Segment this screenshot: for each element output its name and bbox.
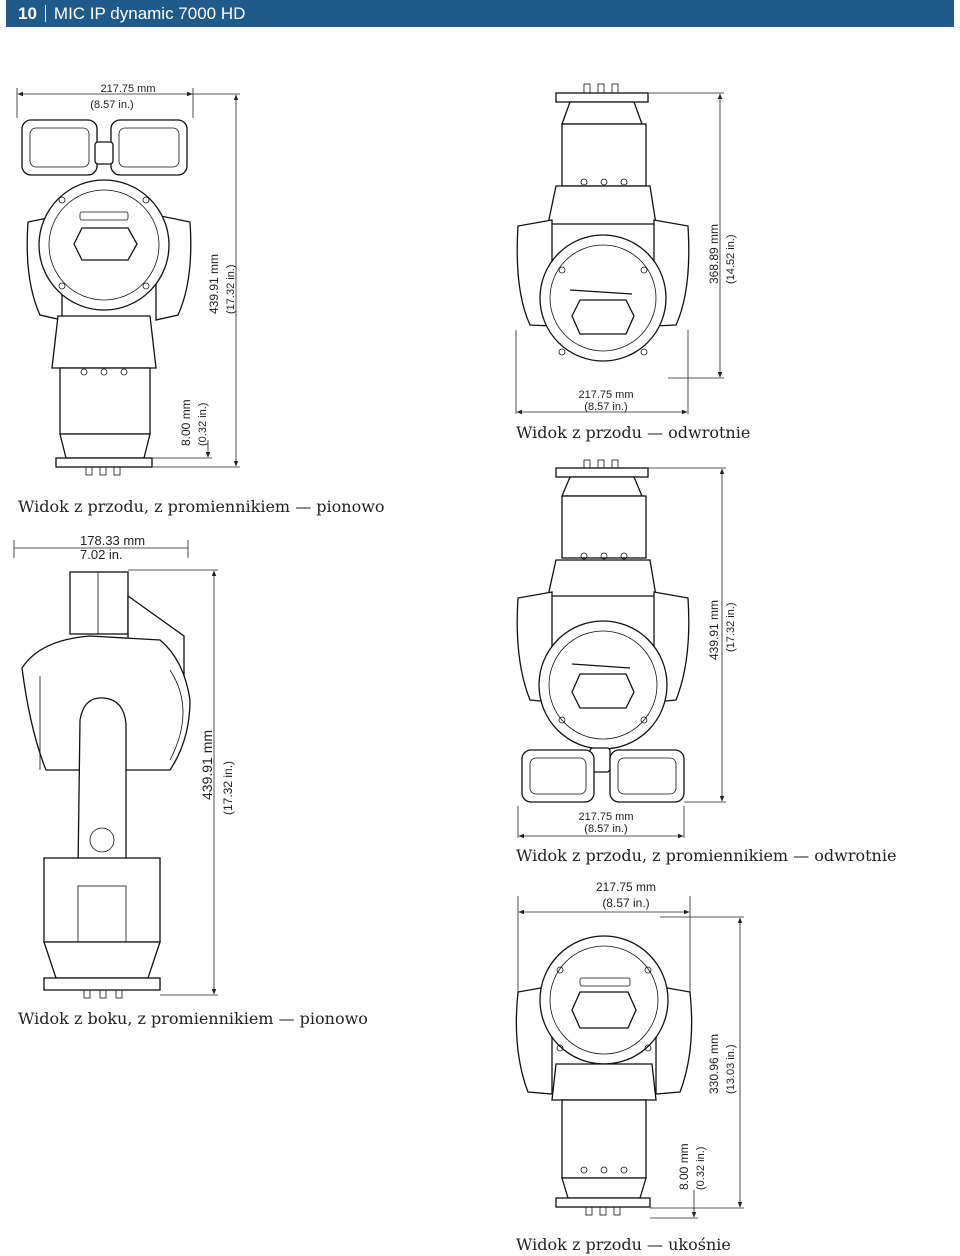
dim-base-mm: 8.00 mm: [179, 399, 193, 446]
caption-view-2: Widok z przodu — odwrotnie: [516, 423, 750, 442]
dim-height-in: (13.03 in.): [725, 1044, 737, 1094]
dim-height-in: (17.32 in.): [725, 602, 737, 652]
caption-view-5: Widok z przodu — ukośnie: [516, 1235, 731, 1254]
dim-width-mm: 178.33 mm: [80, 533, 145, 548]
dim-width-mm: 217.75 mm: [596, 880, 656, 894]
view-side-illuminator-up: 178.33 mm 7.02 in. 439.91 mm (17.32 in.)…: [13, 533, 368, 1028]
caption-view-4: Widok z przodu, z promiennikiem — odwrot…: [516, 846, 896, 865]
dim-width-in: 7.02 in.: [80, 547, 123, 562]
dim-width-in: (8.57 in.): [602, 896, 649, 910]
view-front-inverted-illuminator: 217.75 mm (8.57 in.) 439.91 mm (17.32 in…: [516, 459, 896, 865]
document-title: MIC IP dynamic 7000 HD: [53, 3, 246, 23]
dim-height-mm: 368.89 mm: [707, 224, 721, 284]
dim-width-mm: 217.75 mm: [100, 83, 155, 95]
dim-height-in: (17.32 in.): [225, 264, 237, 314]
dim-height-mm: 439.91 mm: [199, 730, 215, 800]
dim-height-mm: 330.96 mm: [707, 1034, 721, 1094]
page-number: 10: [18, 3, 37, 23]
dim-base-in: (0.32 in.): [197, 403, 209, 446]
dim-height-mm: 439.91 mm: [207, 254, 221, 314]
dim-base-mm: 8.00 mm: [677, 1143, 691, 1190]
header-separator: [44, 5, 46, 22]
page-header: 10 MIC IP dynamic 7000 HD: [6, 0, 954, 27]
caption-view-3: Widok z boku, z promiennikiem — pionowo: [18, 1009, 368, 1028]
dim-base-in: (0.32 in.): [695, 1147, 707, 1190]
dim-width-in: (8.57 in.): [584, 401, 627, 413]
dim-width-mm: 217.75 mm: [578, 389, 633, 401]
dim-height-in: (14.52 in.): [725, 234, 737, 284]
dim-width-in: (8.57 in.): [584, 823, 627, 835]
view-front-oblique: 217.75 mm (8.57 in.) 330.96 mm (13.03 in…: [515, 880, 744, 1254]
view-front-inverted: 217.75 mm (8.57 in.) 368.89 mm (14.52 in…: [515, 83, 750, 442]
dim-height-mm: 439.91 mm: [707, 600, 721, 660]
dim-width-mm: 217.75 mm: [578, 811, 633, 823]
dim-width-in: (8.57 in.): [90, 99, 133, 111]
caption-view-1: Widok z przodu, z promiennikiem — pionow…: [18, 497, 385, 516]
view-front-illuminator-up: 217.75 mm (8.57 in.) 439.91 mm (17.32 in…: [16, 83, 385, 516]
dim-height-in: (17.32 in.): [221, 761, 235, 815]
